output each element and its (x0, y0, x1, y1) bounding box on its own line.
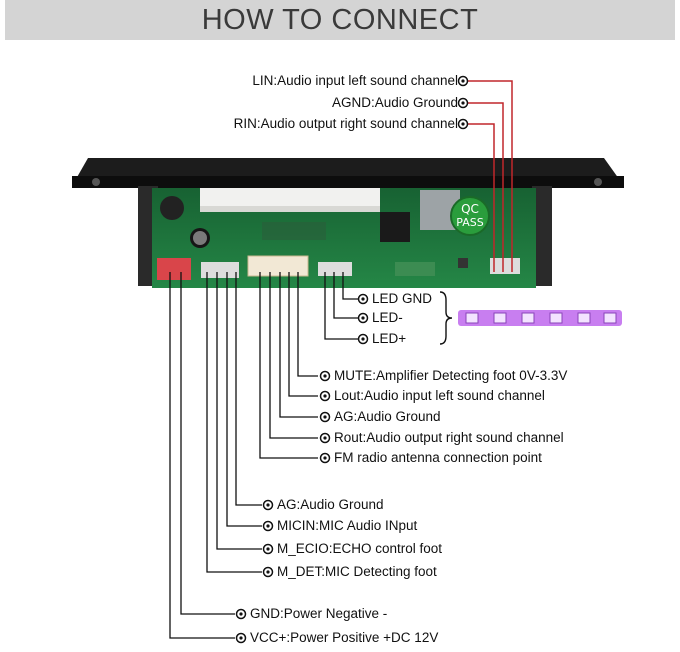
pin-label-led-minus: LED- (372, 310, 403, 325)
pin-label-mute: MUTE:Amplifier Detecting foot 0V-3.3V (334, 368, 568, 383)
terminal-centers (239, 79, 465, 640)
pin-label-rout: Rout:Audio output right sound channel (334, 430, 564, 445)
qc-badge-line1: QC (461, 202, 479, 216)
pin-label-m-ecio: M_ECIO:ECHO control foot (277, 541, 443, 556)
pin-label-gnd: GND:Power Negative - (250, 606, 388, 621)
led-bracket (439, 291, 453, 345)
pin-label-lin: LIN:Audio input left sound channel (252, 73, 458, 88)
title-banner: HOW TO CONNECT (5, 0, 675, 40)
qc-badge-line2: PASS (456, 216, 483, 229)
pcb-board: QC PASS (152, 188, 536, 288)
pin-label-rin: RIN:Audio output right sound channel (233, 116, 458, 131)
pin-label-micin: MICIN:MIC Audio INput (277, 518, 418, 533)
pin-label-ag-amp: AG:Audio Ground (334, 409, 441, 424)
pin-label-led-plus: LED+ (372, 331, 407, 346)
top-wires (468, 80, 513, 272)
pin-label-ag-mic: AG:Audio Ground (277, 497, 384, 512)
pin-label-agnd: AGND:Audio Ground (331, 95, 458, 110)
pin-label-led-gnd: LED GND (372, 291, 433, 306)
bottom-wires (169, 272, 358, 639)
pin-label-lout: Lout:Audio input left sound channel (334, 388, 545, 403)
bottom-terminals (235, 293, 369, 644)
pin-label-vcc: VCC+:Power Positive +DC 12V (250, 630, 439, 645)
page-title: HOW TO CONNECT (201, 4, 479, 36)
led-strip (458, 310, 622, 326)
pin-label-m-det: M_DET:MIC Detecting foot (277, 564, 437, 579)
pin-label-fm: FM radio antenna connection point (334, 450, 542, 465)
